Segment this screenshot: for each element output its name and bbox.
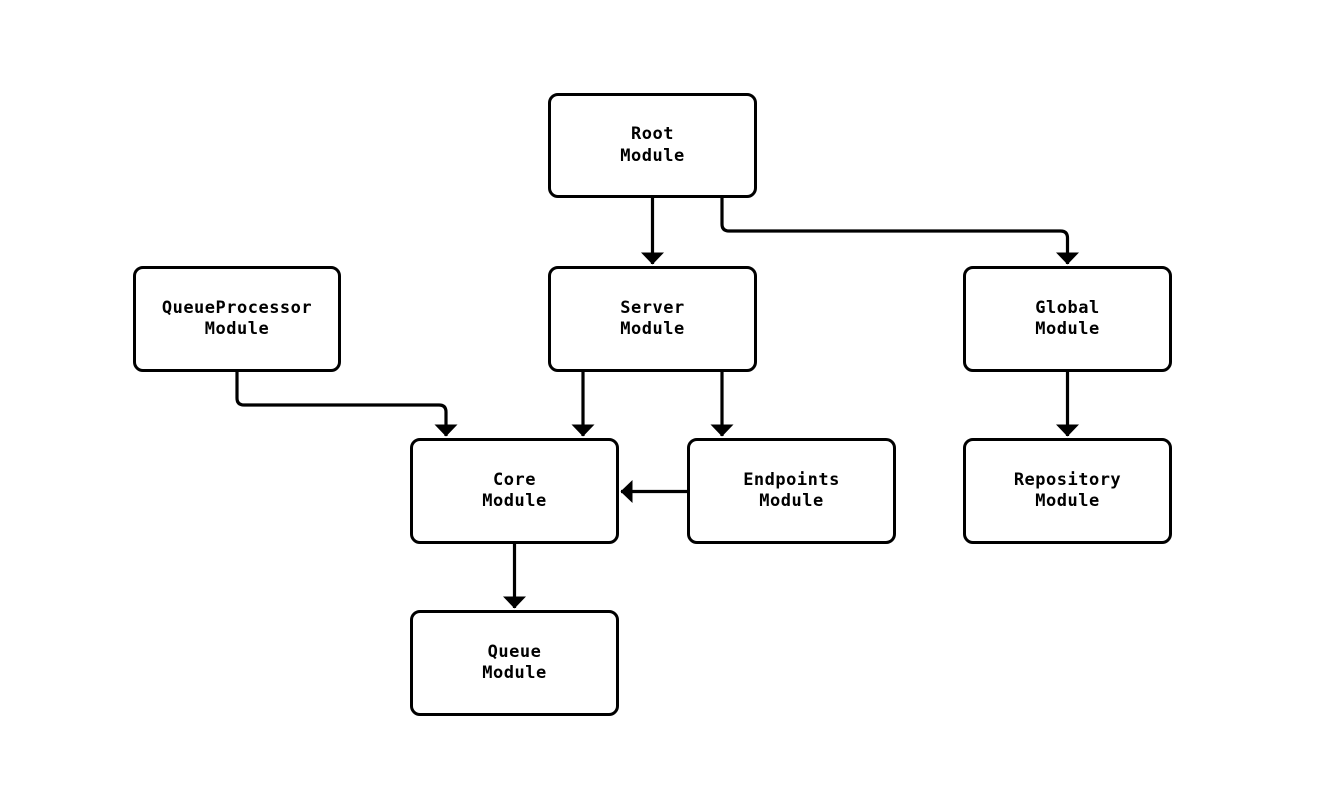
node-repository-module: Repository Module: [963, 438, 1172, 544]
node-server-module-label: Server Module: [620, 297, 685, 340]
node-server-module: Server Module: [548, 266, 757, 372]
edge-queueprocessor-to-core-arrow: [235, 372, 458, 437]
node-queueprocessor-module-label: QueueProcessor Module: [161, 297, 313, 340]
node-root-module: Root Module: [548, 93, 757, 198]
node-global-module-label: Global Module: [1035, 297, 1100, 340]
node-core-module-label: Core Module: [482, 469, 547, 512]
node-global-module: Global Module: [963, 266, 1172, 372]
node-repository-module-label: Repository Module: [1013, 469, 1122, 512]
edge-root-to-global-arrow: [720, 198, 1079, 265]
node-queueprocessor-module: QueueProcessor Module: [133, 266, 341, 372]
node-queue-module: Queue Module: [410, 610, 619, 716]
node-endpoints-module: Endpoints Module: [687, 438, 896, 544]
node-endpoints-module-label: Endpoints Module: [743, 469, 840, 512]
node-queue-module-label: Queue Module: [482, 641, 547, 684]
node-core-module: Core Module: [410, 438, 619, 544]
node-root-module-label: Root Module: [620, 124, 685, 166]
